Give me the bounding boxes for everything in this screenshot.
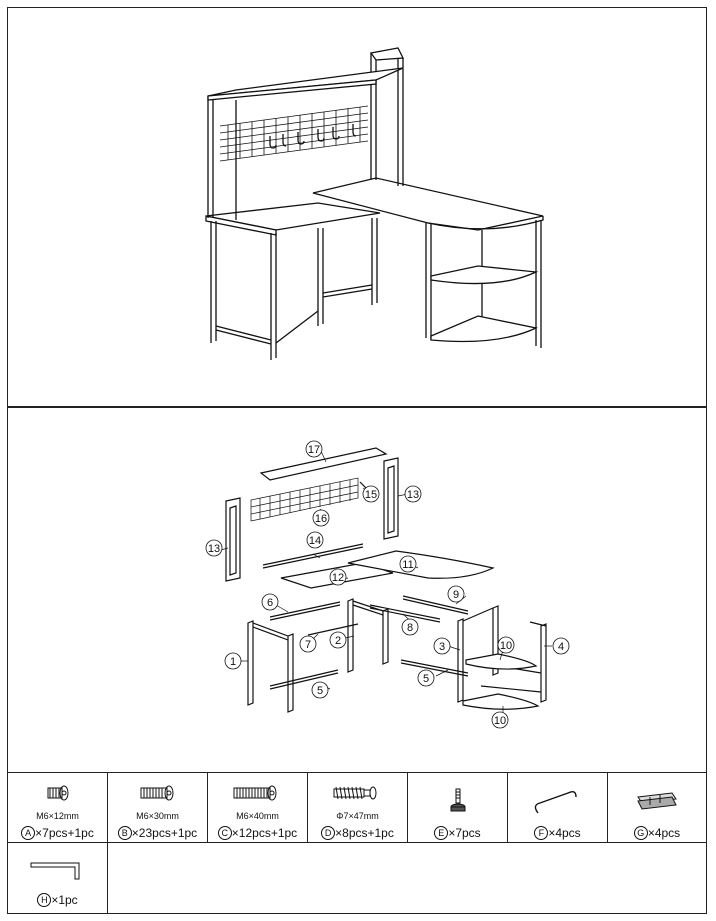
allen-key-icon bbox=[30, 862, 79, 880]
empty-cell bbox=[107, 842, 707, 914]
hardware-size: M6×40mm bbox=[236, 811, 279, 821]
exploded-view-panel: 1 2 3 4 5 5 6 7 8 9 10 10 11 12 13 13 14… bbox=[7, 407, 707, 773]
svg-text:3: 3 bbox=[439, 641, 445, 653]
hardware-qty: D×8pcs+1pc bbox=[308, 826, 407, 840]
svg-text:5: 5 bbox=[423, 673, 429, 685]
callout-4: 4 bbox=[552, 637, 570, 655]
callout-12: 12 bbox=[329, 568, 347, 586]
hardware-item-f: F×4pcs bbox=[507, 772, 608, 843]
bolt-medium-icon bbox=[140, 785, 173, 801]
callout-9: 9 bbox=[447, 585, 465, 603]
hardware-qty: G×4pcs bbox=[608, 826, 706, 840]
hardware-qty: H×1pc bbox=[8, 893, 107, 907]
hardware-letter: B bbox=[117, 826, 132, 840]
hardware-qty: A×7pcs+1pc bbox=[8, 826, 107, 840]
s-hook-icon bbox=[534, 790, 577, 814]
hardware-size: M6×12mm bbox=[36, 811, 79, 821]
callout-3: 3 bbox=[433, 637, 451, 655]
assembled-desk-panel bbox=[7, 7, 707, 407]
svg-text:10: 10 bbox=[494, 715, 506, 727]
svg-text:1: 1 bbox=[230, 656, 236, 668]
hardware-item-a: M6×12mm A×7pcs+1pc bbox=[7, 772, 108, 843]
bolt-long-icon bbox=[233, 785, 276, 801]
hardware-item-c: M6×40mm C×12pcs+1pc bbox=[207, 772, 308, 843]
hardware-item-d: Φ7×47mm D×8pcs+1pc bbox=[307, 772, 408, 843]
svg-text:4: 4 bbox=[558, 641, 564, 653]
callout-10b: 10 bbox=[491, 711, 509, 729]
hardware-size: M6×30mm bbox=[136, 811, 179, 821]
svg-text:5: 5 bbox=[317, 685, 323, 697]
bolt-short-icon bbox=[47, 785, 68, 801]
clip-icon bbox=[637, 792, 677, 810]
callout-1: 1 bbox=[224, 652, 242, 670]
hardware-item-b: M6×30mm B×23pcs+1pc bbox=[107, 772, 208, 843]
svg-text:2: 2 bbox=[335, 635, 341, 647]
hardware-list: M6×12mm A×7pcs+1pc M6×30mm B×23pcs+1pc M… bbox=[7, 772, 707, 914]
svg-text:6: 6 bbox=[267, 597, 273, 609]
svg-text:10: 10 bbox=[500, 640, 512, 652]
hardware-letter: C bbox=[217, 826, 232, 840]
svg-text:7: 7 bbox=[305, 639, 311, 651]
svg-text:9: 9 bbox=[453, 589, 459, 601]
callout-8: 8 bbox=[401, 618, 419, 636]
svg-text:17: 17 bbox=[308, 444, 320, 456]
hardware-item-e: E×7pcs bbox=[407, 772, 508, 843]
svg-text:8: 8 bbox=[407, 622, 413, 634]
svg-text:13: 13 bbox=[208, 543, 220, 555]
assembled-desk-illustration bbox=[205, 47, 544, 360]
callout-5: 5 bbox=[311, 681, 329, 699]
svg-text:12: 12 bbox=[332, 572, 344, 584]
cam-screw-icon bbox=[333, 786, 376, 800]
callout-6: 6 bbox=[261, 593, 279, 611]
callout-17: 17 bbox=[305, 440, 323, 458]
hardware-qty: E×7pcs bbox=[408, 826, 507, 840]
svg-text:13: 13 bbox=[407, 489, 419, 501]
callout-13: 13 bbox=[205, 539, 223, 557]
hardware-item-g: G×4pcs bbox=[607, 772, 707, 843]
callout-14: 14 bbox=[306, 531, 324, 549]
callout-5b: 5 bbox=[417, 669, 435, 687]
hardware-letter: D bbox=[321, 826, 336, 840]
hardware-letter: E bbox=[434, 826, 449, 840]
callout-11: 11 bbox=[399, 555, 417, 573]
leveling-foot-icon bbox=[450, 788, 465, 812]
callout-7: 7 bbox=[299, 635, 317, 653]
callout-2: 2 bbox=[329, 631, 347, 649]
svg-text:15: 15 bbox=[365, 489, 377, 501]
hardware-item-h: H×1pc bbox=[7, 842, 108, 914]
svg-text:11: 11 bbox=[402, 559, 413, 571]
hardware-qty: B×23pcs+1pc bbox=[108, 826, 207, 840]
hardware-letter: F bbox=[534, 826, 549, 840]
hardware-size: Φ7×47mm bbox=[336, 811, 379, 821]
callout-10: 10 bbox=[497, 636, 515, 654]
callout-15: 15 bbox=[362, 485, 380, 503]
hardware-qty: C×12pcs+1pc bbox=[208, 826, 307, 840]
callout-16: 16 bbox=[312, 509, 330, 527]
svg-text:16: 16 bbox=[315, 513, 327, 525]
callout-13b: 13 bbox=[404, 485, 422, 503]
exploded-view-illustration: 1 2 3 4 5 5 6 7 8 9 10 10 11 12 13 13 14… bbox=[205, 440, 570, 729]
hardware-letter: G bbox=[633, 826, 648, 840]
hardware-qty: F×4pcs bbox=[508, 826, 607, 840]
hardware-letter: H bbox=[37, 893, 52, 907]
svg-text:14: 14 bbox=[309, 535, 321, 547]
hardware-letter: A bbox=[21, 826, 36, 840]
